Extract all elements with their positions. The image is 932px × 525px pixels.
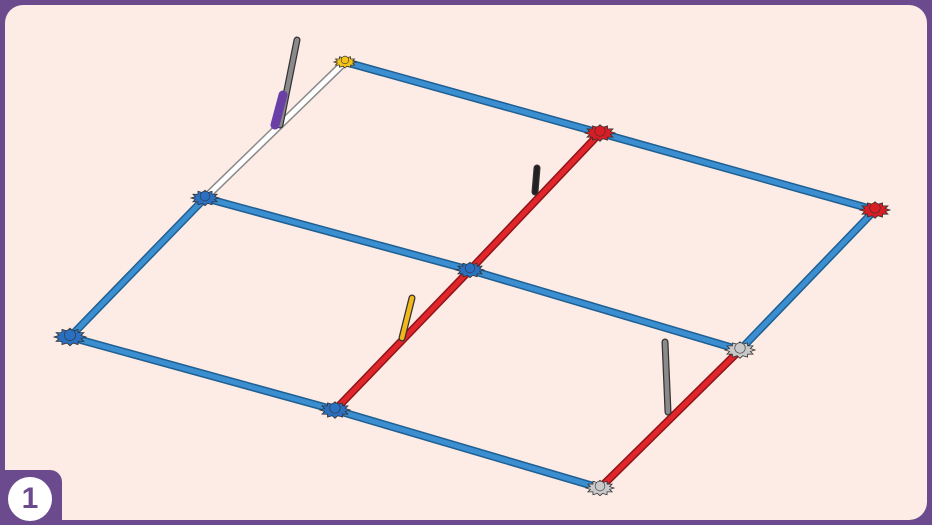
step-badge: 1 [0, 470, 62, 525]
connector-red-right-hub [869, 202, 881, 214]
purple-sleeve [270, 90, 288, 130]
rod-red-upper [467, 130, 603, 273]
instruction-panel [5, 5, 927, 520]
connector-red-top-hub [594, 125, 606, 137]
connector-blue-front-hub [329, 402, 341, 414]
rod-left-upper [67, 195, 208, 340]
connector-gray-front-hub [594, 480, 606, 492]
rod-right-lower [737, 207, 878, 353]
connector-blue-left-upper-hub [199, 190, 211, 202]
pegs-layer [270, 36, 672, 416]
rod-top-back [342, 59, 603, 136]
connector-yellow-corner-hub [340, 55, 350, 65]
rod-middle-front [467, 267, 743, 353]
peg-yellow [399, 295, 415, 341]
rod-back-right [597, 130, 878, 213]
peg-gray-right [662, 339, 671, 415]
peg-black [532, 165, 540, 195]
rod-middle-back [202, 195, 473, 273]
step-number: 1 [21, 482, 39, 515]
rod-front-left [67, 334, 338, 413]
connectors-layer [52, 55, 892, 497]
rod-front-right [332, 407, 603, 491]
step-number-circle: 1 [8, 477, 52, 521]
connector-gray-right-hub [734, 342, 746, 354]
rod-white-corner [202, 59, 348, 201]
rod-red-lower [597, 347, 743, 491]
connector-blue-left-lower-hub [64, 329, 76, 341]
connector-blue-center-hub [464, 262, 476, 274]
rods-layer [66, 58, 879, 492]
assembly-diagram [52, 36, 892, 497]
